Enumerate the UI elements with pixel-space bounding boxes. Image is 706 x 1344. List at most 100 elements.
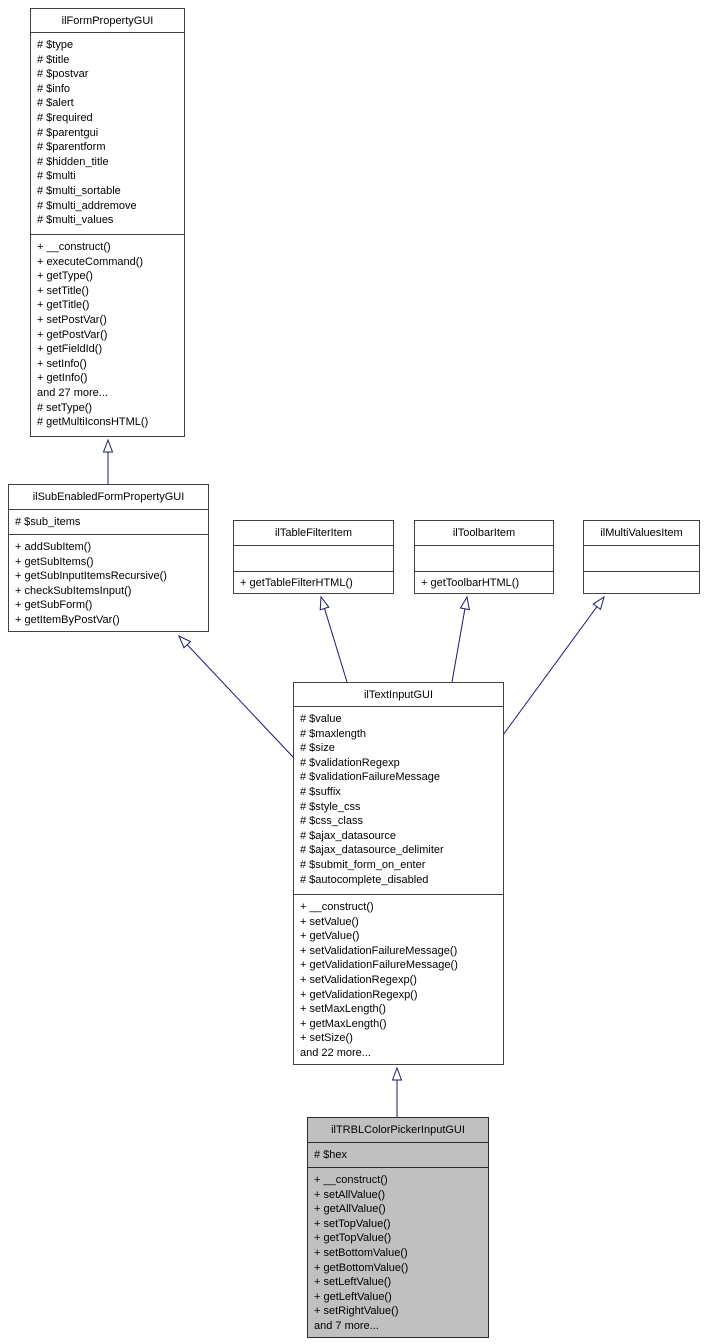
- member-line: # $ajax_datasource_delimiter: [300, 844, 444, 857]
- edge-text-input-to-multi-values: [502, 595, 605, 736]
- member-line: + getValidationFailureMessage(): [300, 959, 458, 972]
- member-line: # $ajax_datasource: [300, 829, 397, 842]
- member-line: + getTopValue(): [314, 1232, 392, 1245]
- class-title: ilTextInputGUI: [363, 688, 434, 701]
- member-line: + getType(): [37, 270, 93, 283]
- member-line: # $hex: [314, 1149, 348, 1161]
- member-line: + __construct(): [37, 241, 111, 253]
- member-line: and 22 more...: [300, 1046, 371, 1059]
- member-line: # $suffix: [300, 785, 341, 798]
- member-line: # $maxlength: [300, 727, 367, 740]
- class-attributes: # $sub_items: [9, 509, 208, 534]
- member-line: + getTitle(): [37, 299, 90, 312]
- class-attributes: [415, 545, 553, 571]
- member-line: # $size: [300, 742, 335, 755]
- class-box-toolbar-item[interactable]: ilToolbarItem + getToolbarHTML(): [414, 520, 554, 594]
- member-line: # $validationFailureMessage: [300, 771, 441, 784]
- member-line: + getSubInputItemsRecursive(): [15, 570, 167, 583]
- member-line: + getItemByPostVar(): [15, 613, 120, 626]
- edge-text-input-to-table-filter: [319, 595, 348, 683]
- member-line: + getPostVar(): [37, 328, 108, 341]
- class-methods: + __construct() + executeCommand() + getTy…: [31, 234, 184, 436]
- member-line: # $multi_addremove: [37, 199, 137, 212]
- member-line: + setPostVar(): [37, 313, 107, 326]
- member-line: + getInfo(): [37, 372, 88, 385]
- member-line: # $multi_values: [37, 214, 114, 227]
- member-line: + setBottomValue(): [314, 1246, 408, 1259]
- member-line: # $sub_items: [15, 516, 81, 528]
- class-methods: + __construct() + setAllValue() + getAllVa…: [308, 1167, 488, 1337]
- class-box-sub-enabled-form-property[interactable]: ilSubEnabledFormPropertyGUI # $sub_items…: [8, 484, 209, 632]
- member-line: # $value: [300, 713, 342, 725]
- member-line: # $submit_form_on_enter: [300, 858, 426, 871]
- member-line: + addSubItem(): [15, 541, 92, 553]
- edge-text-input-to-toolbar: [451, 595, 470, 683]
- member-line: # $title: [37, 53, 70, 66]
- member-line: + __construct(): [314, 1174, 388, 1186]
- member-line: + getTableFilterHTML(): [240, 577, 353, 589]
- member-line: # $multi: [37, 170, 76, 183]
- member-line: # $autocomplete_disabled: [300, 873, 429, 886]
- member-line: + setValidationFailureMessage(): [300, 944, 458, 957]
- member-line: + setInfo(): [37, 357, 87, 370]
- class-title: ilFormPropertyGUI: [61, 14, 154, 27]
- member-line: # $parentgui: [37, 126, 99, 139]
- class-box-text-input[interactable]: ilTextInputGUI # $value # $maxlength # $si…: [293, 682, 504, 1065]
- member-line: # $info: [37, 82, 71, 95]
- class-attributes: [584, 545, 699, 571]
- member-line: + getBottomValue(): [314, 1261, 409, 1274]
- member-line: + __construct(): [300, 901, 374, 913]
- class-box-multi-values-item[interactable]: ilMultiValuesItem: [583, 520, 700, 594]
- member-line: # $type: [37, 39, 74, 51]
- member-line: and 27 more...: [37, 386, 108, 399]
- member-line: # $postvar: [37, 68, 89, 81]
- class-title: ilTableFilterItem: [274, 527, 353, 539]
- class-methods: + addSubItem() + getSubItems() + getSubInp…: [9, 534, 208, 631]
- class-title: ilSubEnabledFormPropertyGUI: [32, 491, 185, 503]
- member-line: # $alert: [37, 97, 74, 110]
- member-line: # $parentform: [37, 141, 106, 154]
- member-line: + setAllValue(): [314, 1188, 386, 1201]
- member-line: # $required: [37, 111, 93, 124]
- class-attributes: [234, 545, 393, 571]
- member-line: + setValidationRegexp(): [300, 973, 417, 986]
- class-methods: [584, 571, 699, 593]
- member-line: + setRightValue(): [314, 1305, 399, 1318]
- member-line: + getToolbarHTML(): [421, 577, 520, 589]
- member-line: # $style_css: [300, 800, 361, 813]
- class-title: ilToolbarItem: [452, 527, 516, 539]
- class-attributes: # $value # $maxlength # $size # $validation…: [294, 706, 503, 894]
- member-line: + executeCommand(): [37, 255, 144, 268]
- member-line: + setTopValue(): [314, 1217, 391, 1230]
- class-box-table-filter-item[interactable]: ilTableFilterItem + getTableFilterHTML(): [233, 520, 394, 594]
- member-line: # $hidden_title: [37, 155, 109, 168]
- class-methods: + __construct()+ setValue()+ getValue()+…: [294, 894, 503, 1064]
- class-box-trbl-color-picker: ilTRBLColorPickerInputGUI # $hex + __con…: [307, 1117, 489, 1338]
- member-line: # setType(): [37, 401, 93, 414]
- member-line: + setMaxLength(): [300, 1003, 386, 1016]
- member-line: # $css_class: [300, 815, 363, 828]
- member-line: + getMaxLength(): [300, 1017, 387, 1030]
- class-attributes: # $type # $title # $postvar# $info # $alert…: [31, 32, 184, 234]
- member-line: + getFieldId(): [37, 343, 103, 356]
- member-line: + getLeftValue(): [314, 1290, 392, 1303]
- member-line: + getValidationRegexp(): [300, 988, 418, 1001]
- member-line: + setTitle(): [37, 284, 89, 297]
- class-attributes: # $hex: [308, 1142, 488, 1167]
- member-line: + setValue(): [300, 915, 359, 928]
- member-line: + setLeftValue(): [314, 1276, 392, 1289]
- member-line: and 7 more...: [314, 1319, 379, 1332]
- member-line: + getValue(): [300, 930, 360, 943]
- member-line: + getAllValue(): [314, 1203, 386, 1216]
- class-title: ilMultiValuesItem: [600, 527, 683, 539]
- member-line: + getSubForm(): [15, 599, 93, 612]
- edge-text-input-to-sub-enabled: [178, 634, 294, 758]
- class-title: ilTRBLColorPickerInputGUI: [331, 1124, 465, 1136]
- class-box-form-property[interactable]: ilFormPropertyGUI # $type # $title # $post…: [30, 8, 185, 437]
- member-line: + setSize(): [300, 1032, 353, 1045]
- member-line: + checkSubItemsInput(): [15, 584, 132, 597]
- member-line: + getSubItems(): [15, 555, 94, 568]
- class-methods: + getTableFilterHTML(): [234, 571, 393, 593]
- member-line: # getMultiIconsHTML(): [37, 416, 149, 429]
